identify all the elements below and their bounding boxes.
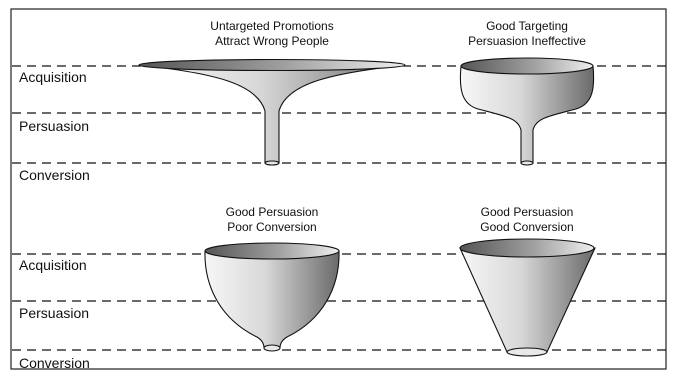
funnel-good-targeting-spout [520,160,534,166]
diagram-frame [10,8,667,370]
funnel-good-targeting-body [459,65,595,164]
funnel-poor-conversion [204,242,340,352]
funnel-good-targeting [459,57,595,166]
funnel-poor-conversion-spout [263,344,281,352]
caption-untargeted-line2: Attract Wrong People [215,34,329,48]
caption-poor-conversion-line1: Good Persuasion [226,205,319,219]
caption-good-conversion-line1: Good Persuasion [481,205,574,219]
caption-untargeted-line1: Untargeted Promotions [210,19,333,33]
stage-label-acquisition-top: Acquisition [19,69,87,85]
funnel-untargeted-spout [264,160,280,166]
stage-label-persuasion-top: Persuasion [19,118,89,134]
caption-poor-conversion-line2: Poor Conversion [227,220,316,234]
caption-good-conversion-line2: Good Conversion [480,220,573,234]
stage-label-conversion-top: Conversion [19,167,90,183]
funnel-good-conversion [459,238,596,357]
caption-good-targeting-line1: Good Targeting [486,19,568,33]
stage-label-conversion-bottom: Conversion [19,355,90,371]
funnel-poor-conversion-rim [204,242,340,260]
caption-good-targeting-line2: Persuasion Ineffective [468,34,586,48]
funnel-good-targeting-rim [460,57,594,75]
funnel-good-conversion-rim [459,238,595,258]
funnel-good-conversion-spout [506,347,548,357]
funnel-poor-conversion-body [204,250,340,349]
funnel-untargeted-promotions [138,58,406,166]
funnel-good-conversion-body [459,247,596,353]
funnel-untargeted-body [139,64,406,164]
stage-label-persuasion-bottom: Persuasion [19,305,89,321]
funnel-untargeted-rim [138,58,406,72]
stage-label-acquisition-bottom: Acquisition [19,257,87,273]
